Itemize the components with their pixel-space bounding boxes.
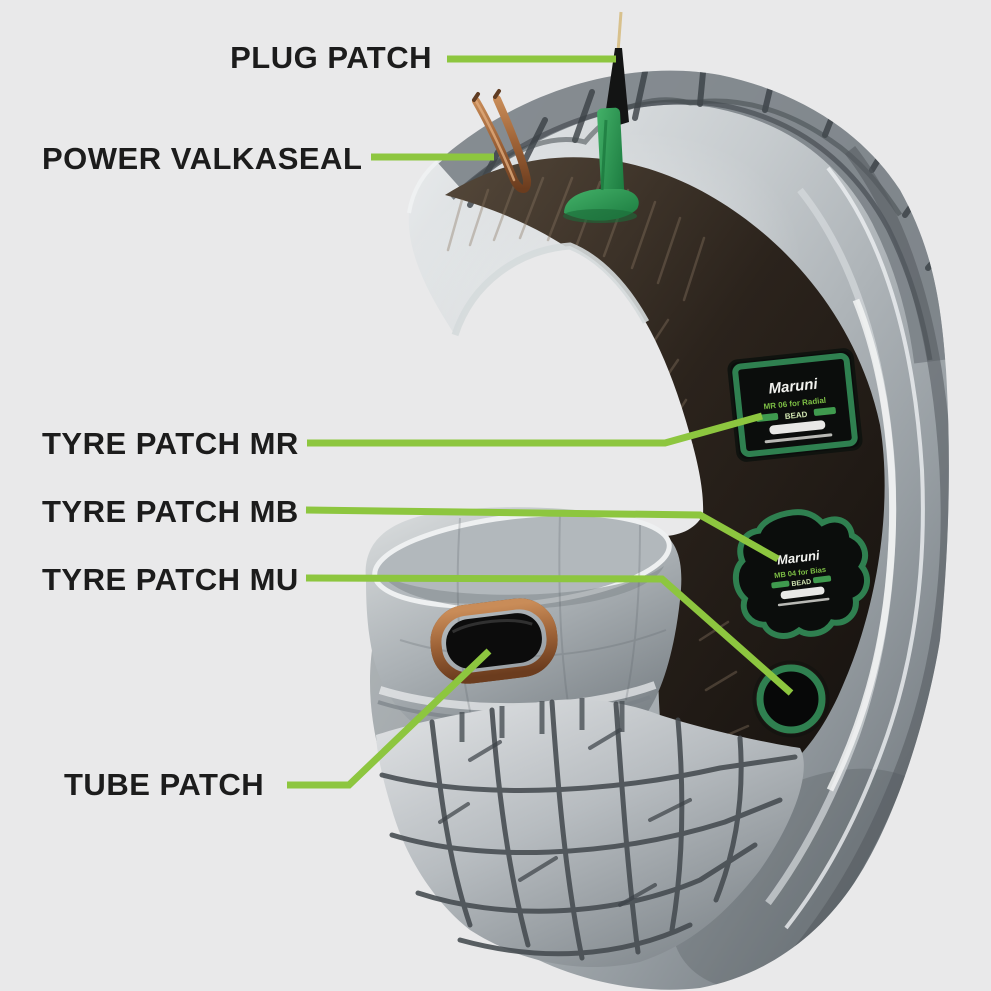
- tread-edge-strip: [794, 145, 949, 955]
- tread-top-band: [427, 70, 949, 364]
- tread-face-sipes: [438, 728, 692, 907]
- mr-bead-text: BEAD: [784, 410, 808, 421]
- tread-shoulder-ribs: [459, 698, 625, 742]
- mb-bead-text: BEAD: [791, 579, 812, 588]
- label-power-valkaseal: POWER VALKASEAL: [42, 141, 363, 176]
- plug-patch-tool: [563, 11, 639, 223]
- callout-line-tyre-patch-mr: [307, 412, 763, 447]
- callout-line-tyre-patch-mu: [305, 574, 794, 696]
- power-valkaseal-tool: [472, 89, 532, 193]
- hook-outer-rim-highlight: [407, 156, 444, 214]
- inner-tube: [365, 507, 682, 749]
- label-tyre-patch-mu: TYRE PATCH MU: [42, 562, 299, 597]
- label-plug-patch: PLUG PATCH: [230, 40, 432, 75]
- mb-brand-text: Maruni: [776, 548, 821, 568]
- tread-face: [376, 698, 804, 967]
- sidewall-arc-outer: [784, 166, 925, 930]
- bead-highlight-arc: [826, 298, 897, 792]
- tyre-patch-mb-graphic: Maruni MB 04 for Bias BEAD: [732, 509, 871, 639]
- tyre-patch-mr-graphic: Maruni MR 06 for Radial BEAD: [727, 348, 863, 462]
- callout-line-tyre-patch-mb: [305, 506, 780, 563]
- plug-base-shadow: [563, 209, 637, 223]
- cut-edge-rim-highlight: [451, 242, 650, 337]
- tube-opening-shadow: [382, 566, 664, 610]
- mr-brand-text: Maruni: [768, 375, 820, 397]
- label-tyre-patch-mr: TYRE PATCH MR: [42, 426, 299, 461]
- callout-lines: [287, 55, 794, 789]
- plug-needle-tip: [616, 11, 623, 53]
- tread-face-shape: [376, 699, 804, 967]
- label-tyre-patch-mb: TYRE PATCH MB: [42, 494, 299, 529]
- label-tube-patch: TUBE PATCH: [64, 767, 265, 802]
- tube-patch-graphic: [430, 598, 558, 684]
- callout-line-tube-patch: [287, 648, 492, 789]
- tread-face-grid: [379, 699, 798, 961]
